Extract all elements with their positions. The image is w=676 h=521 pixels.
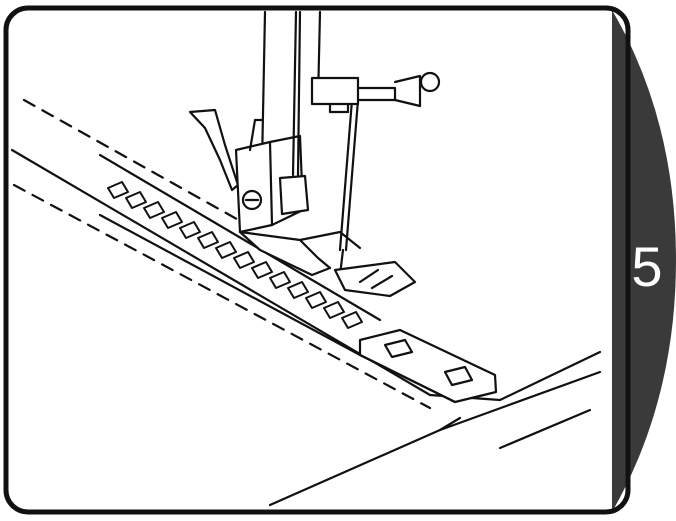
stitch-guide-upper [22,98,262,234]
needle-assembly [260,10,360,277]
zipper-teeth [107,181,363,329]
zipper-tape-upper [98,153,382,322]
fabric-fold [498,408,592,450]
zipper-slider [358,328,498,404]
sewing-scene [10,10,602,507]
panel-frame [3,5,631,515]
zipper-tape-lower [98,213,362,357]
fabric-lower-edge [268,416,462,507]
stitch-guide-lower [12,183,432,410]
fabric-right-edge [438,370,602,432]
presser-foot [188,108,417,298]
step-number: 5 [631,235,663,298]
needle-clamp [310,71,441,114]
